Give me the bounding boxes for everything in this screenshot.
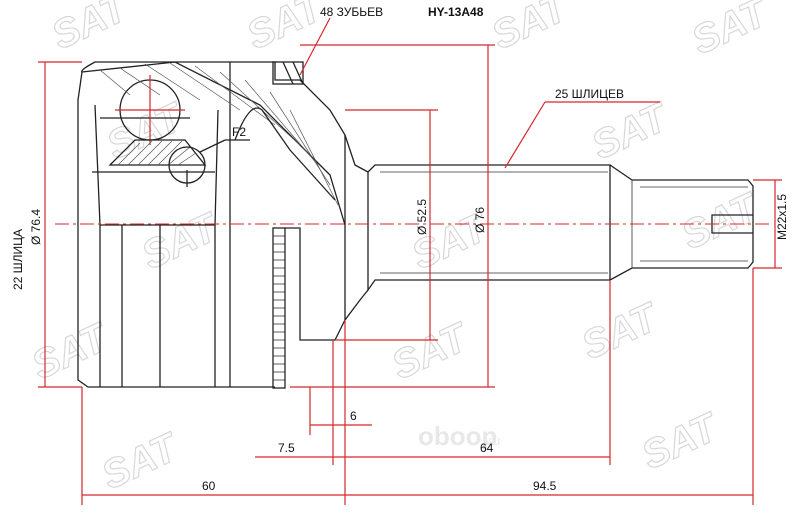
shaft-thread-section [609,164,754,281]
watermark-4: SAT [685,0,777,63]
watermark-12: SAT [575,294,667,368]
watermark-13: SAT [95,424,187,498]
label-dim-64: 64 [480,441,494,455]
inner-race-outline [94,104,219,226]
label-dim-94-5: 94.5 [533,479,557,493]
label-flag: F2 [232,125,246,139]
bell-inner-curve [234,107,336,201]
label-inner-splines: 22 ШЛИЦА [11,229,25,290]
f2-leader [199,139,226,153]
site-logo-main: oboop [418,421,497,451]
watermark-6: SAT [585,94,677,168]
abs-ring-top-tooth-2 [292,61,304,85]
housing-neck-lower [285,227,369,341]
label-teeth: 48 ЗУБЬЕВ [320,5,383,19]
label-thread: M22x1.5 [775,194,789,240]
shaft-spline-section [367,164,611,293]
watermark-14: SAT [635,404,727,478]
housing-left-outline [77,71,275,388]
label-outer-diameter: Ø 76.4 [29,209,43,245]
label-dim-60: 60 [202,479,216,493]
watermark-1: SAT [45,0,137,58]
watermark-11: SAT [385,314,477,388]
part-number: HY-13A48 [428,5,484,19]
inner-race-section [108,139,207,166]
dimension-lines [38,17,782,505]
leader-teeth [299,17,331,76]
watermark-2: SAT [240,0,332,58]
watermark-layer: SAT SAT SAT SAT SAT SAT SAT SAT SAT SAT … [25,0,778,499]
watermark-10: SAT [25,314,117,388]
bell-section-outline [81,61,346,226]
abs-ring [272,61,304,389]
label-dim-7-5: 7.5 [278,441,295,455]
leader-splines [504,101,546,169]
site-logo: oboop .ru [418,421,500,451]
watermark-7: SAT [135,204,227,278]
label-dim-6: 6 [350,409,357,423]
bell-section-hatch [99,62,339,206]
labels: 48 ЗУБЬЕВ HY-13A48 25 ШЛИЦЕВ F2 22 ШЛИЦА… [11,5,789,493]
watermark-3: SAT [485,0,577,58]
label-ring-diameter: Ø 76 [473,207,487,233]
abs-ring-top-tooth-1 [282,61,294,85]
abs-ring-top [272,61,304,85]
label-seal-diameter: Ø 52.5 [415,199,429,235]
abs-ring-teeth [273,235,285,381]
site-logo-tld: .ru [485,433,500,448]
housing-top-outline [81,61,369,173]
cv-joint-housing [77,61,369,388]
inner-race-hatch [117,140,197,166]
label-outer-splines: 25 ШЛИЦЕВ [555,87,624,101]
